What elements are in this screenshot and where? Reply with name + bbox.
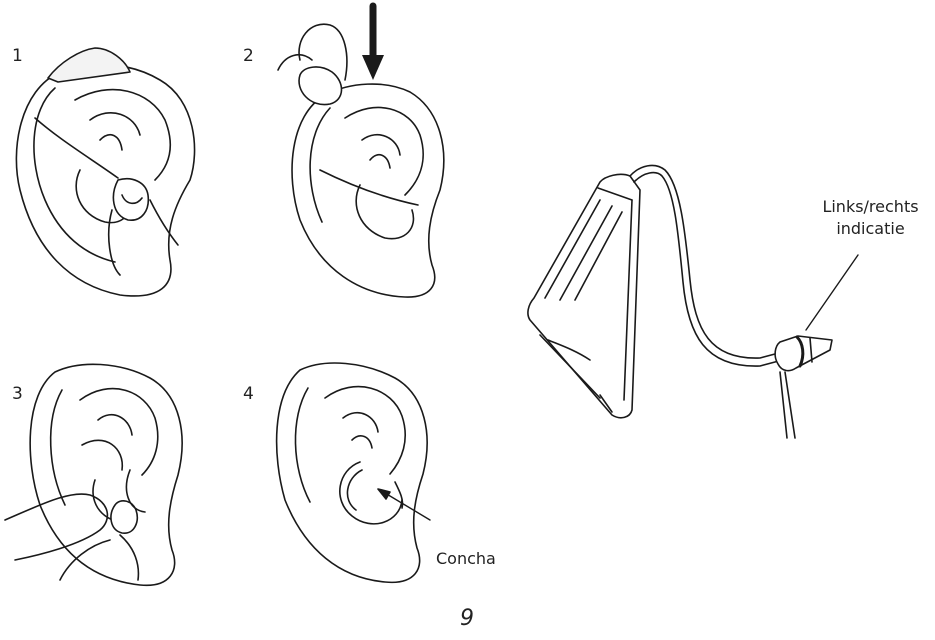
step2-illustration — [278, 6, 444, 297]
step-number-2: 2 — [243, 46, 254, 66]
step1-illustration — [16, 48, 194, 296]
step-number-1: 1 — [12, 46, 23, 66]
step3-illustration — [5, 364, 182, 585]
side-indicator-line2: indicatie — [808, 218, 933, 240]
step4-illustration — [277, 363, 430, 582]
step-number-3: 3 — [12, 384, 23, 404]
side-indicator-label: Links/rechts indicatie — [808, 196, 933, 240]
side-indicator-line1: Links/rechts — [808, 196, 933, 218]
page-number: 9 — [460, 606, 474, 631]
step-number-4: 4 — [243, 384, 254, 404]
concha-label: Concha — [436, 548, 516, 570]
